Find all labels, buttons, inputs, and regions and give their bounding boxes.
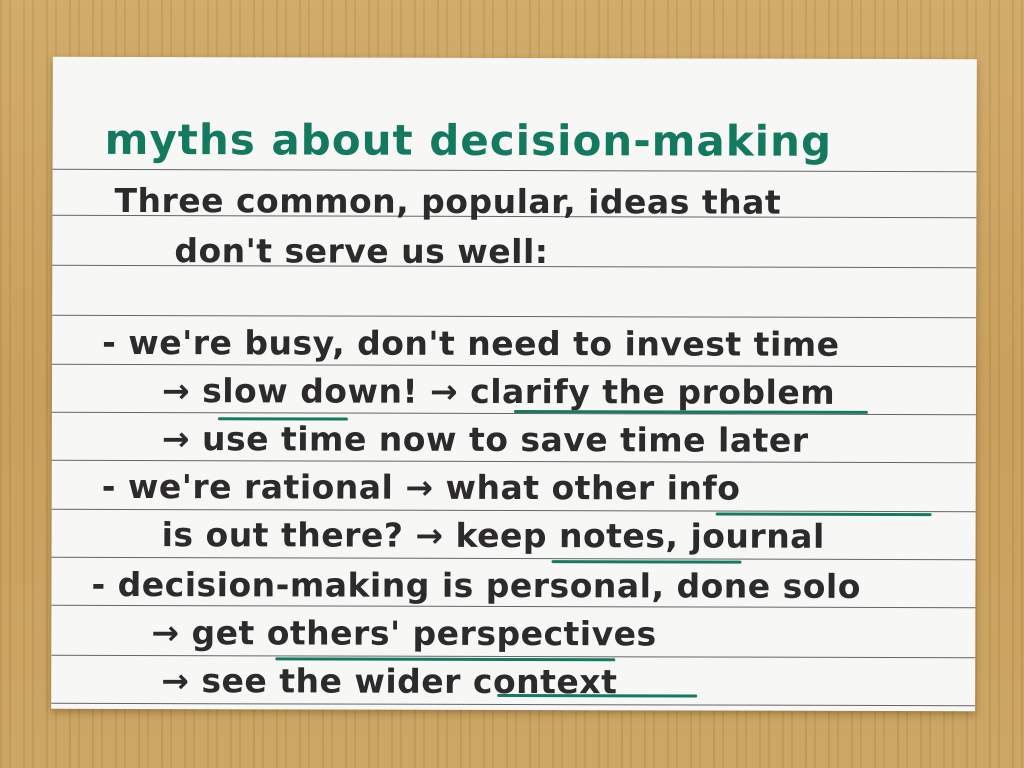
ruled-line bbox=[52, 363, 977, 368]
ruled-line bbox=[51, 556, 976, 561]
myth-line: - we're busy, don't need to invest time bbox=[102, 322, 840, 364]
myth-line: - decision-making is personal, done solo bbox=[91, 564, 862, 606]
index-card: myths about decision-making Three common… bbox=[51, 56, 977, 712]
response-line: → slow down! → clarify the problem bbox=[161, 371, 836, 412]
myth-line: - we're rational → what other info bbox=[101, 466, 741, 508]
underline-mark bbox=[551, 560, 742, 564]
ruled-line bbox=[52, 314, 977, 319]
underline-mark bbox=[715, 512, 932, 517]
ruled-line bbox=[51, 459, 976, 464]
card-title: myths about decision-making bbox=[104, 114, 833, 166]
ruled-line bbox=[51, 702, 976, 707]
response-line: → use time now to save time later bbox=[161, 419, 809, 460]
underline-mark bbox=[497, 693, 698, 698]
intro-line: don't serve us well: bbox=[174, 231, 549, 272]
intro-line: Three common, popular, ideas that bbox=[114, 180, 782, 222]
response-line: is out there? → keep notes, journal bbox=[161, 515, 825, 556]
response-line: → get others' perspectives bbox=[151, 613, 657, 654]
ruled-line bbox=[52, 168, 977, 173]
